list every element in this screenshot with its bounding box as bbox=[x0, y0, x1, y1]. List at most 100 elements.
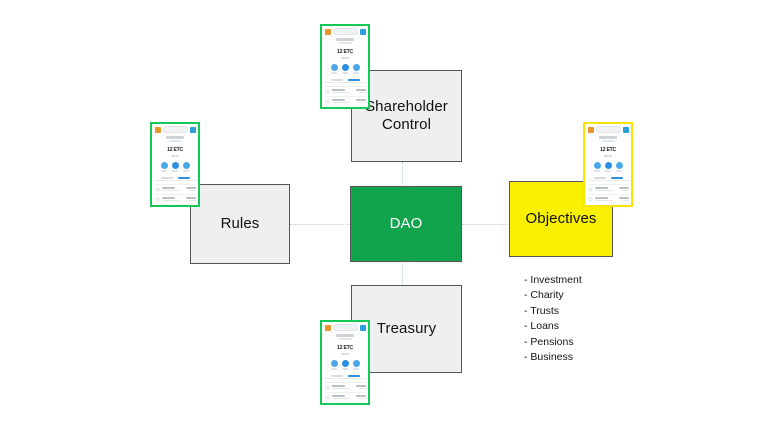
wallet-actions bbox=[325, 360, 366, 370]
wallet-fiat-value: $0.00 bbox=[341, 56, 349, 60]
transaction-row[interactable] bbox=[587, 193, 629, 202]
wallet-account-row bbox=[155, 135, 196, 142]
transaction-icon bbox=[154, 186, 160, 192]
tab-activity[interactable] bbox=[347, 374, 360, 377]
node-shareholder-control[interactable]: Shareholder Control bbox=[351, 70, 462, 162]
tab-tokens[interactable] bbox=[330, 78, 343, 81]
wallet-transaction-list bbox=[587, 183, 629, 204]
wallet-account-name bbox=[336, 37, 354, 41]
wallet-balance: 12 ETC bbox=[337, 345, 353, 351]
transaction-row[interactable] bbox=[154, 183, 196, 192]
wallet-account-address bbox=[338, 42, 352, 44]
tab-activity[interactable] bbox=[177, 176, 190, 179]
wallet-account-address bbox=[601, 140, 615, 142]
node-rules-label: Rules bbox=[220, 214, 260, 232]
transaction-row[interactable] bbox=[324, 95, 366, 104]
transaction-icon bbox=[154, 196, 160, 202]
wallet-account-address bbox=[338, 338, 352, 340]
send-action-icon[interactable] bbox=[160, 162, 168, 172]
wallet-menu-icon[interactable] bbox=[359, 324, 366, 331]
wallet-tabs[interactable] bbox=[324, 78, 366, 83]
wallet-tabs[interactable] bbox=[154, 176, 196, 181]
wallet-account-row bbox=[588, 135, 629, 142]
tab-tokens[interactable] bbox=[330, 374, 343, 377]
send-action-icon[interactable] bbox=[330, 64, 338, 74]
connector-dao-to-shareholder-control bbox=[402, 162, 403, 186]
wallet-mockup-treasury[interactable]: 12 ETC $0.00 bbox=[320, 320, 370, 405]
node-treasury-label: Treasury bbox=[376, 319, 437, 337]
wallet-mockup-rules[interactable]: 12 ETC $0.00 bbox=[150, 122, 200, 207]
wallet-transaction-list bbox=[324, 85, 366, 106]
wallet-actions bbox=[325, 64, 366, 74]
swap-action-icon[interactable] bbox=[182, 162, 190, 172]
transaction-icon bbox=[324, 394, 330, 400]
objectives-bullet-list: - Investment - Charity - Trusts - Loans … bbox=[524, 273, 582, 366]
wallet-topbar bbox=[587, 126, 629, 133]
swap-action-icon[interactable] bbox=[615, 162, 623, 172]
receive-action-icon[interactable] bbox=[171, 162, 179, 172]
wallet-avatar-icon[interactable] bbox=[587, 126, 594, 133]
send-action-icon[interactable] bbox=[330, 360, 338, 370]
connector-dao-to-treasury bbox=[402, 262, 403, 285]
swap-action-icon[interactable] bbox=[352, 360, 360, 370]
list-item: - Investment bbox=[524, 274, 582, 286]
wallet-transaction-list bbox=[324, 381, 366, 402]
network-selector-pill[interactable] bbox=[332, 324, 358, 331]
wallet-topbar bbox=[324, 28, 366, 35]
wallet-tabs[interactable] bbox=[324, 374, 366, 379]
tab-activity[interactable] bbox=[610, 176, 623, 179]
connector-dao-to-objectives bbox=[462, 224, 510, 225]
wallet-account-name bbox=[336, 333, 354, 337]
receive-action-icon[interactable] bbox=[341, 360, 349, 370]
node-rules[interactable]: Rules bbox=[190, 184, 290, 264]
transaction-icon bbox=[587, 196, 593, 202]
transaction-icon bbox=[324, 98, 330, 104]
wallet-tabs[interactable] bbox=[587, 176, 629, 181]
list-item: - Business bbox=[524, 351, 574, 364]
wallet-balance: 12 ETC bbox=[337, 49, 353, 55]
transaction-row[interactable] bbox=[324, 381, 366, 390]
receive-action-icon[interactable] bbox=[604, 162, 612, 172]
wallet-topbar bbox=[324, 324, 366, 331]
wallet-fiat-value: $0.00 bbox=[171, 154, 179, 158]
wallet-avatar-icon[interactable] bbox=[324, 324, 331, 331]
transaction-row[interactable] bbox=[324, 391, 366, 400]
wallet-account-name bbox=[599, 135, 617, 139]
swap-action-icon[interactable] bbox=[352, 64, 360, 74]
wallet-balance: 12 ETC bbox=[167, 147, 183, 153]
wallet-topbar bbox=[154, 126, 196, 133]
tab-tokens[interactable] bbox=[160, 176, 173, 179]
transaction-row[interactable] bbox=[587, 183, 629, 192]
wallet-menu-icon[interactable] bbox=[359, 28, 366, 35]
connector-dao-to-rules bbox=[290, 224, 350, 225]
node-shareholder-control-label: Shareholder Control bbox=[365, 97, 448, 133]
wallet-mockup-objectives[interactable]: 12 ETC $0.00 bbox=[583, 122, 633, 207]
wallet-mockup-shareholder-control[interactable]: 12 ETC $0.00 bbox=[320, 24, 370, 109]
wallet-menu-icon[interactable] bbox=[189, 126, 196, 133]
tab-tokens[interactable] bbox=[593, 176, 606, 179]
transaction-row[interactable] bbox=[154, 193, 196, 202]
wallet-menu-icon[interactable] bbox=[622, 126, 629, 133]
network-selector-pill[interactable] bbox=[595, 126, 621, 133]
node-dao[interactable]: DAO bbox=[350, 186, 462, 262]
wallet-fiat-value: $0.00 bbox=[604, 154, 612, 158]
tab-activity[interactable] bbox=[347, 78, 360, 81]
wallet-account-name bbox=[166, 135, 184, 139]
list-item: - Loans bbox=[524, 320, 560, 333]
list-item: - Trusts bbox=[524, 304, 560, 317]
send-action-icon[interactable] bbox=[593, 162, 601, 172]
transaction-icon bbox=[587, 186, 593, 192]
network-selector-pill[interactable] bbox=[162, 126, 188, 133]
transaction-icon bbox=[324, 88, 330, 94]
wallet-transaction-list bbox=[154, 183, 196, 204]
wallet-avatar-icon[interactable] bbox=[154, 126, 161, 133]
network-selector-pill[interactable] bbox=[332, 28, 358, 35]
list-item: - Charity bbox=[524, 289, 564, 302]
wallet-avatar-icon[interactable] bbox=[324, 28, 331, 35]
transaction-row[interactable] bbox=[324, 85, 366, 94]
wallet-balance: 12 ETC bbox=[600, 147, 616, 153]
wallet-account-row bbox=[325, 37, 366, 44]
receive-action-icon[interactable] bbox=[341, 64, 349, 74]
transaction-icon bbox=[324, 384, 330, 390]
